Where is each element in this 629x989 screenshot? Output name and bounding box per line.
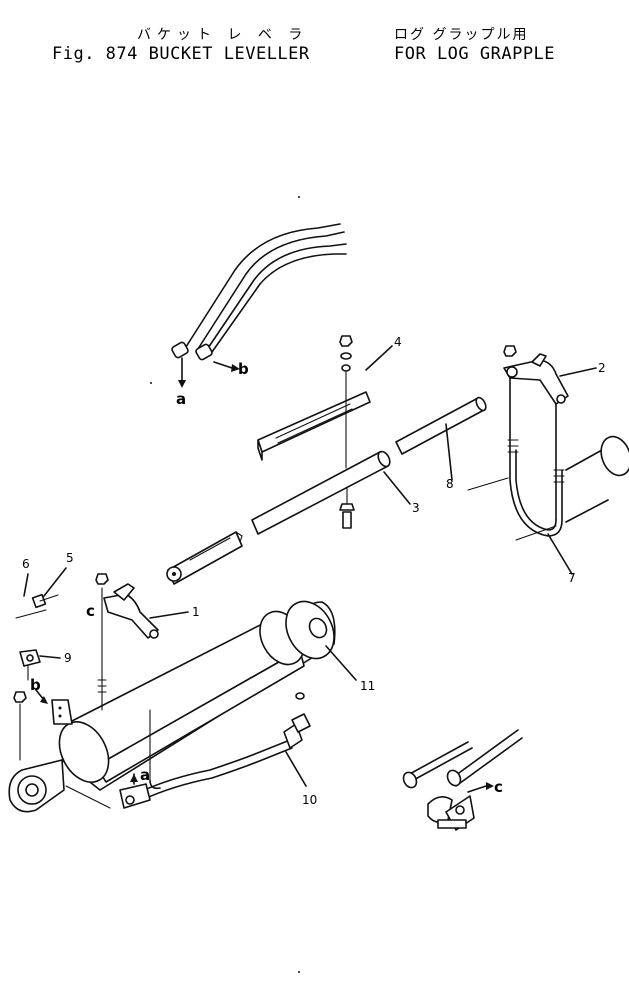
connector-a-upper: a [176, 390, 186, 408]
callout-1: 1 [192, 605, 200, 619]
callout-3: 3 [412, 501, 420, 515]
part-8-pin [395, 396, 487, 481]
c-fitting-assembly [402, 729, 523, 831]
callout-4: 4 [394, 335, 402, 349]
parts-5-6-9-pin-hardware [13, 567, 73, 761]
connector-labels: a b c b a c [30, 360, 503, 796]
scan-dots [150, 196, 300, 973]
callout-2: 2 [598, 361, 606, 375]
part-4-hardware-stack [339, 335, 353, 469]
connector-a-lower: a [140, 766, 150, 784]
callout-9: 9 [64, 651, 72, 665]
connector-c-right: c [494, 778, 503, 796]
connector-b-lower: b [30, 676, 41, 694]
callout-10: 10 [302, 793, 317, 807]
figure-title: Fig. 874 BUCKET LEVELLER [52, 44, 310, 64]
callout-8: 8 [446, 477, 454, 491]
title-japanese: バケット レ ベ ラ [137, 27, 309, 43]
part-10-lower-hose [65, 692, 311, 809]
part-11-hydraulic-cylinder [8, 600, 357, 813]
part-3-long-rod [166, 450, 411, 585]
connector-c-left: c [86, 602, 95, 620]
callout-6: 6 [22, 557, 30, 571]
callout-labels: 4 2 3 8 7 5 6 1 9 11 10 [22, 335, 606, 807]
part-7-u-bolt [467, 377, 629, 575]
connector-b-upper: b [238, 360, 249, 378]
callout-7: 7 [568, 571, 576, 585]
subtitle-japanese: ログ グラップル用 [394, 27, 529, 43]
figure-subtitle: FOR LOG GRAPPLE [394, 44, 556, 64]
part-1-bracket [95, 573, 189, 711]
upper-hose-pair [171, 223, 347, 388]
callout-5: 5 [66, 551, 74, 565]
part-4-slotted-plate [257, 345, 393, 461]
callout-11: 11 [360, 679, 375, 693]
part-2-bracket [503, 345, 597, 405]
